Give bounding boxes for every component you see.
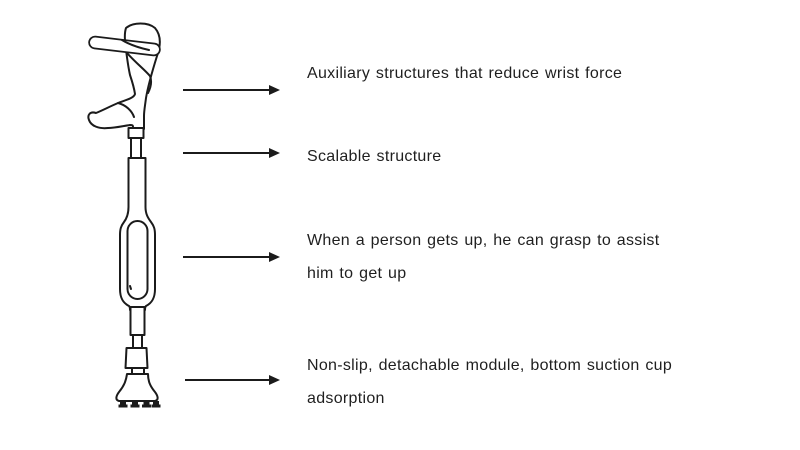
annotation-line: adsorption	[307, 390, 385, 407]
arrowhead-icon	[269, 85, 280, 95]
annotation-line: When a person gets up, he can grasp to a…	[307, 232, 660, 249]
annotation-grasp-assist: When a person gets up, he can grasp to a…	[307, 224, 747, 290]
crutch-lower-shaft	[126, 307, 148, 374]
crutch-illustration	[55, 12, 215, 408]
arrow-wrist-support	[183, 85, 280, 95]
crutch-suction-base	[116, 374, 161, 408]
annotation-line: Auxiliary structures that reduce wrist f…	[307, 65, 623, 82]
crutch-scalable-shaft	[129, 128, 144, 158]
handle-foot-junction-line	[118, 103, 134, 117]
arrowhead-icon	[269, 375, 280, 385]
annotation-scalable: Scalable structure	[307, 147, 747, 167]
arrowhead-icon	[269, 148, 280, 158]
arrow-grasp-assist	[183, 252, 280, 262]
annotation-wrist-support: Auxiliary structures that reduce wrist f…	[307, 64, 747, 84]
grasp-oval-cutout	[128, 221, 148, 299]
annotation-line: Scalable structure	[307, 148, 442, 165]
annotation-suction-base: Non-slip, detachable module, bottom suct…	[307, 349, 747, 415]
annotation-line: Non-slip, detachable module, bottom suct…	[307, 357, 673, 374]
arrow-scalable	[183, 148, 280, 158]
arrowhead-icon	[269, 252, 280, 262]
annotation-line: him to get up	[307, 265, 407, 282]
suction-feet	[118, 401, 161, 408]
crutch-grasp-section	[120, 158, 155, 310]
arrow-suction-base	[185, 375, 280, 385]
crutch-handle-contours	[122, 40, 151, 93]
